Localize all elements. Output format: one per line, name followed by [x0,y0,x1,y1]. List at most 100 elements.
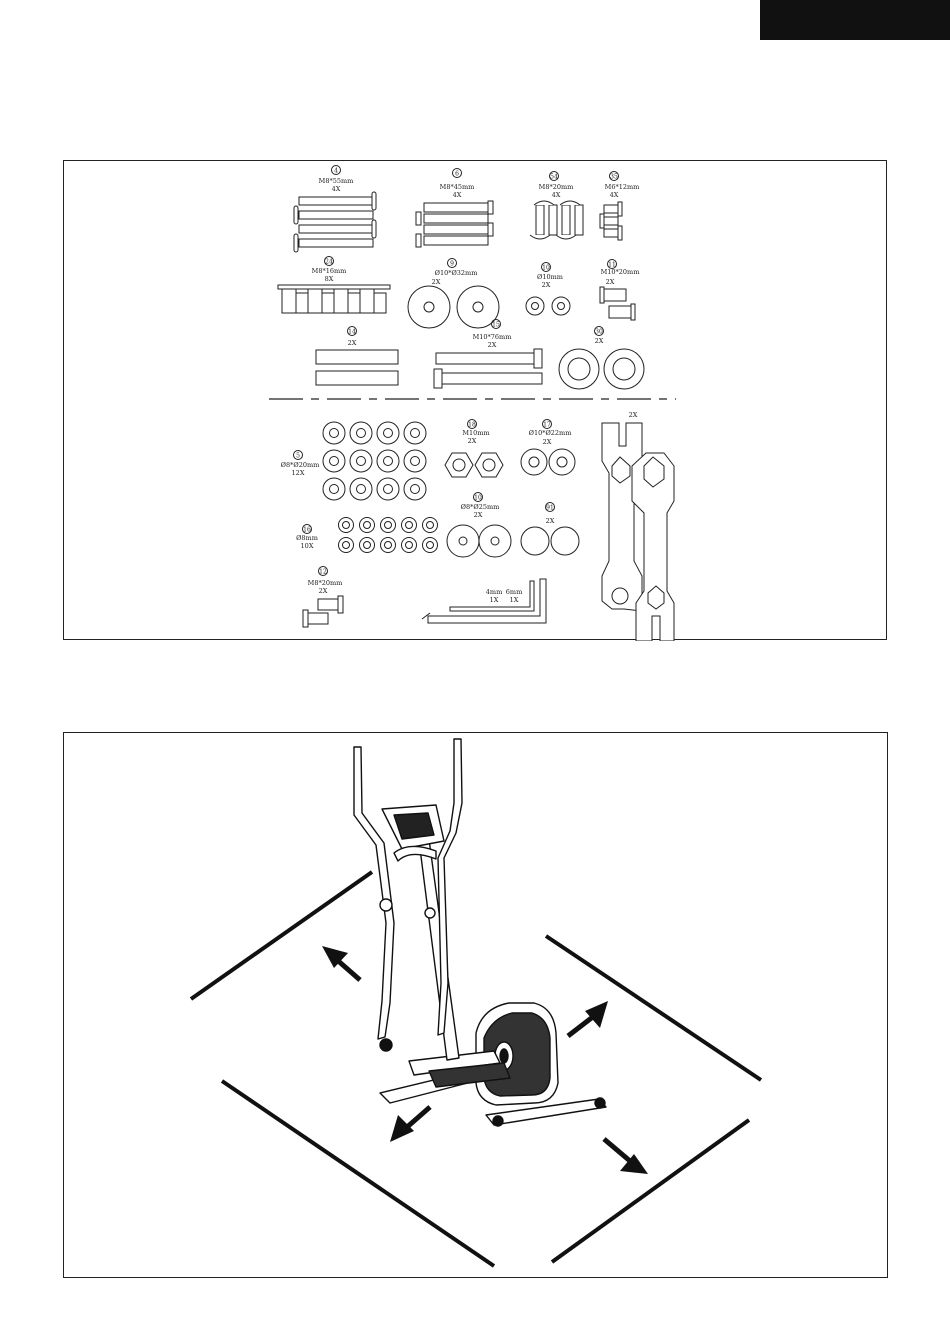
part-18-nuts: 18 M10mm 2X [445,420,503,478]
lock-washer-hole [427,522,434,529]
washer-hole [330,429,339,438]
washer [323,478,345,500]
part-4-bolts: 4 M8*55mm 4X [294,166,376,253]
svg-text:M8*20mm: M8*20mm [308,579,343,587]
svg-text:4X: 4X [552,191,561,199]
washer [377,422,399,444]
washer-hole [411,457,420,466]
lock-washer [423,518,438,533]
lock-washer [402,518,417,533]
svg-text:Ø8*Ø20mm: Ø8*Ø20mm [281,461,320,469]
floor-space-box [63,732,888,1278]
washer-hole [357,429,366,438]
lock-washer [381,538,396,553]
part-14-spacers: 14 2X [316,327,398,386]
washer [404,478,426,500]
svg-text:4mm: 4mm [486,588,502,596]
washer [350,450,372,472]
part-15-bolts: 15 M10*76mm 2X [434,320,542,389]
svg-text:1X: 1X [510,596,519,604]
part-24-bolts: 24 M8*16mm 8X [278,257,390,314]
svg-text:4X: 4X [610,191,619,199]
arrow-down-right-icon [604,1139,648,1174]
svg-text:4X: 4X [453,191,462,199]
svg-text:10: 10 [474,495,482,502]
svg-text:6mm: 6mm [506,588,522,596]
svg-text:5: 5 [296,453,300,460]
lock-washer [360,518,375,533]
svg-text:Ø8*Ø25mm: Ø8*Ø25mm [461,503,500,511]
svg-text:2X: 2X [319,587,328,595]
lock-washer-hole [385,542,392,549]
arrow-up-right-icon [568,1001,608,1036]
part-16-lock-washers: 16 Ø8mm 10X [296,518,437,553]
washer [404,422,426,444]
svg-text:2X: 2X [488,341,497,349]
part-35-bolts: 35 M6*12mm 4X [600,172,639,241]
svg-text:M6*12mm: M6*12mm [605,183,640,191]
svg-text:M8*16mm: M8*16mm [312,267,347,275]
washer-hole [411,429,420,438]
washer-hole [384,457,393,466]
lock-washer [360,538,375,553]
svg-text:6: 6 [455,171,459,178]
svg-text:1X: 1X [490,596,499,604]
part-10-washers-large: 10 Ø8*Ø25mm 2X [447,493,511,558]
lock-washer [339,538,354,553]
svg-text:M10mm: M10mm [462,429,489,437]
svg-text:M10*20mm: M10*20mm [601,268,640,276]
svg-text:16: 16 [303,527,311,534]
arrow-down-left-icon [390,1107,430,1142]
svg-text:Ø10mm: Ø10mm [537,273,563,281]
svg-text:9: 9 [450,261,454,268]
svg-text:2X: 2X [629,411,638,419]
washer-hole [384,429,393,438]
wrench-tools: 2X [602,411,674,641]
svg-text:10: 10 [542,265,550,272]
lock-washer [339,518,354,533]
svg-text:M8*45mm: M8*45mm [440,183,475,191]
svg-text:12: 12 [319,569,327,576]
svg-text:91: 91 [546,505,554,512]
section-tab [760,0,950,40]
part-91-caps: 91 2X [521,503,579,556]
allen-keys: 4mm 1X 6mm 1X [422,579,546,623]
washer-hole [411,485,420,494]
arrow-up-left-icon [322,946,360,980]
svg-text:14: 14 [348,329,356,336]
svg-text:2X: 2X [542,281,551,289]
lock-washer-hole [427,542,434,549]
washer [350,422,372,444]
washer [323,422,345,444]
svg-text:2X: 2X [432,278,441,286]
svg-text:2X: 2X [474,511,483,519]
svg-text:2X: 2X [546,517,555,525]
lock-washer [381,518,396,533]
lock-washer [402,538,417,553]
lock-washer [423,538,438,553]
svg-text:30: 30 [595,329,603,336]
svg-text:18: 18 [468,422,476,429]
svg-text:10X: 10X [301,542,314,550]
svg-text:Ø10*Ø32mm: Ø10*Ø32mm [435,269,478,277]
washer-hole [357,485,366,494]
part-30-washers: 30 2X [559,327,644,390]
part-5-washers: 5 Ø8*Ø20mm 12X [281,422,426,500]
hardware-parts-box: 4 M8*55mm 4X 6 M8*45mm 4X 54 M8*20mm 4X [63,160,887,640]
washer [404,450,426,472]
svg-text:54: 54 [550,174,558,181]
svg-text:8X: 8X [325,275,334,283]
washer-hole [384,485,393,494]
svg-text:M8*20mm: M8*20mm [539,183,574,191]
elliptical-trainer-illustration [354,739,606,1126]
washer-hole [330,485,339,494]
lock-washer-hole [406,522,413,529]
lock-washer-hole [364,542,371,549]
svg-text:17: 17 [543,422,551,429]
svg-text:12X: 12X [292,469,305,477]
svg-text:4X: 4X [332,185,341,193]
part-54-bolts: 54 M8*20mm 4X [530,172,583,240]
svg-text:Ø10*Ø22mm: Ø10*Ø22mm [529,429,572,437]
svg-text:Ø8mm: Ø8mm [296,534,318,542]
part-17-washers: 17 Ø10*Ø22mm 2X [521,420,575,476]
